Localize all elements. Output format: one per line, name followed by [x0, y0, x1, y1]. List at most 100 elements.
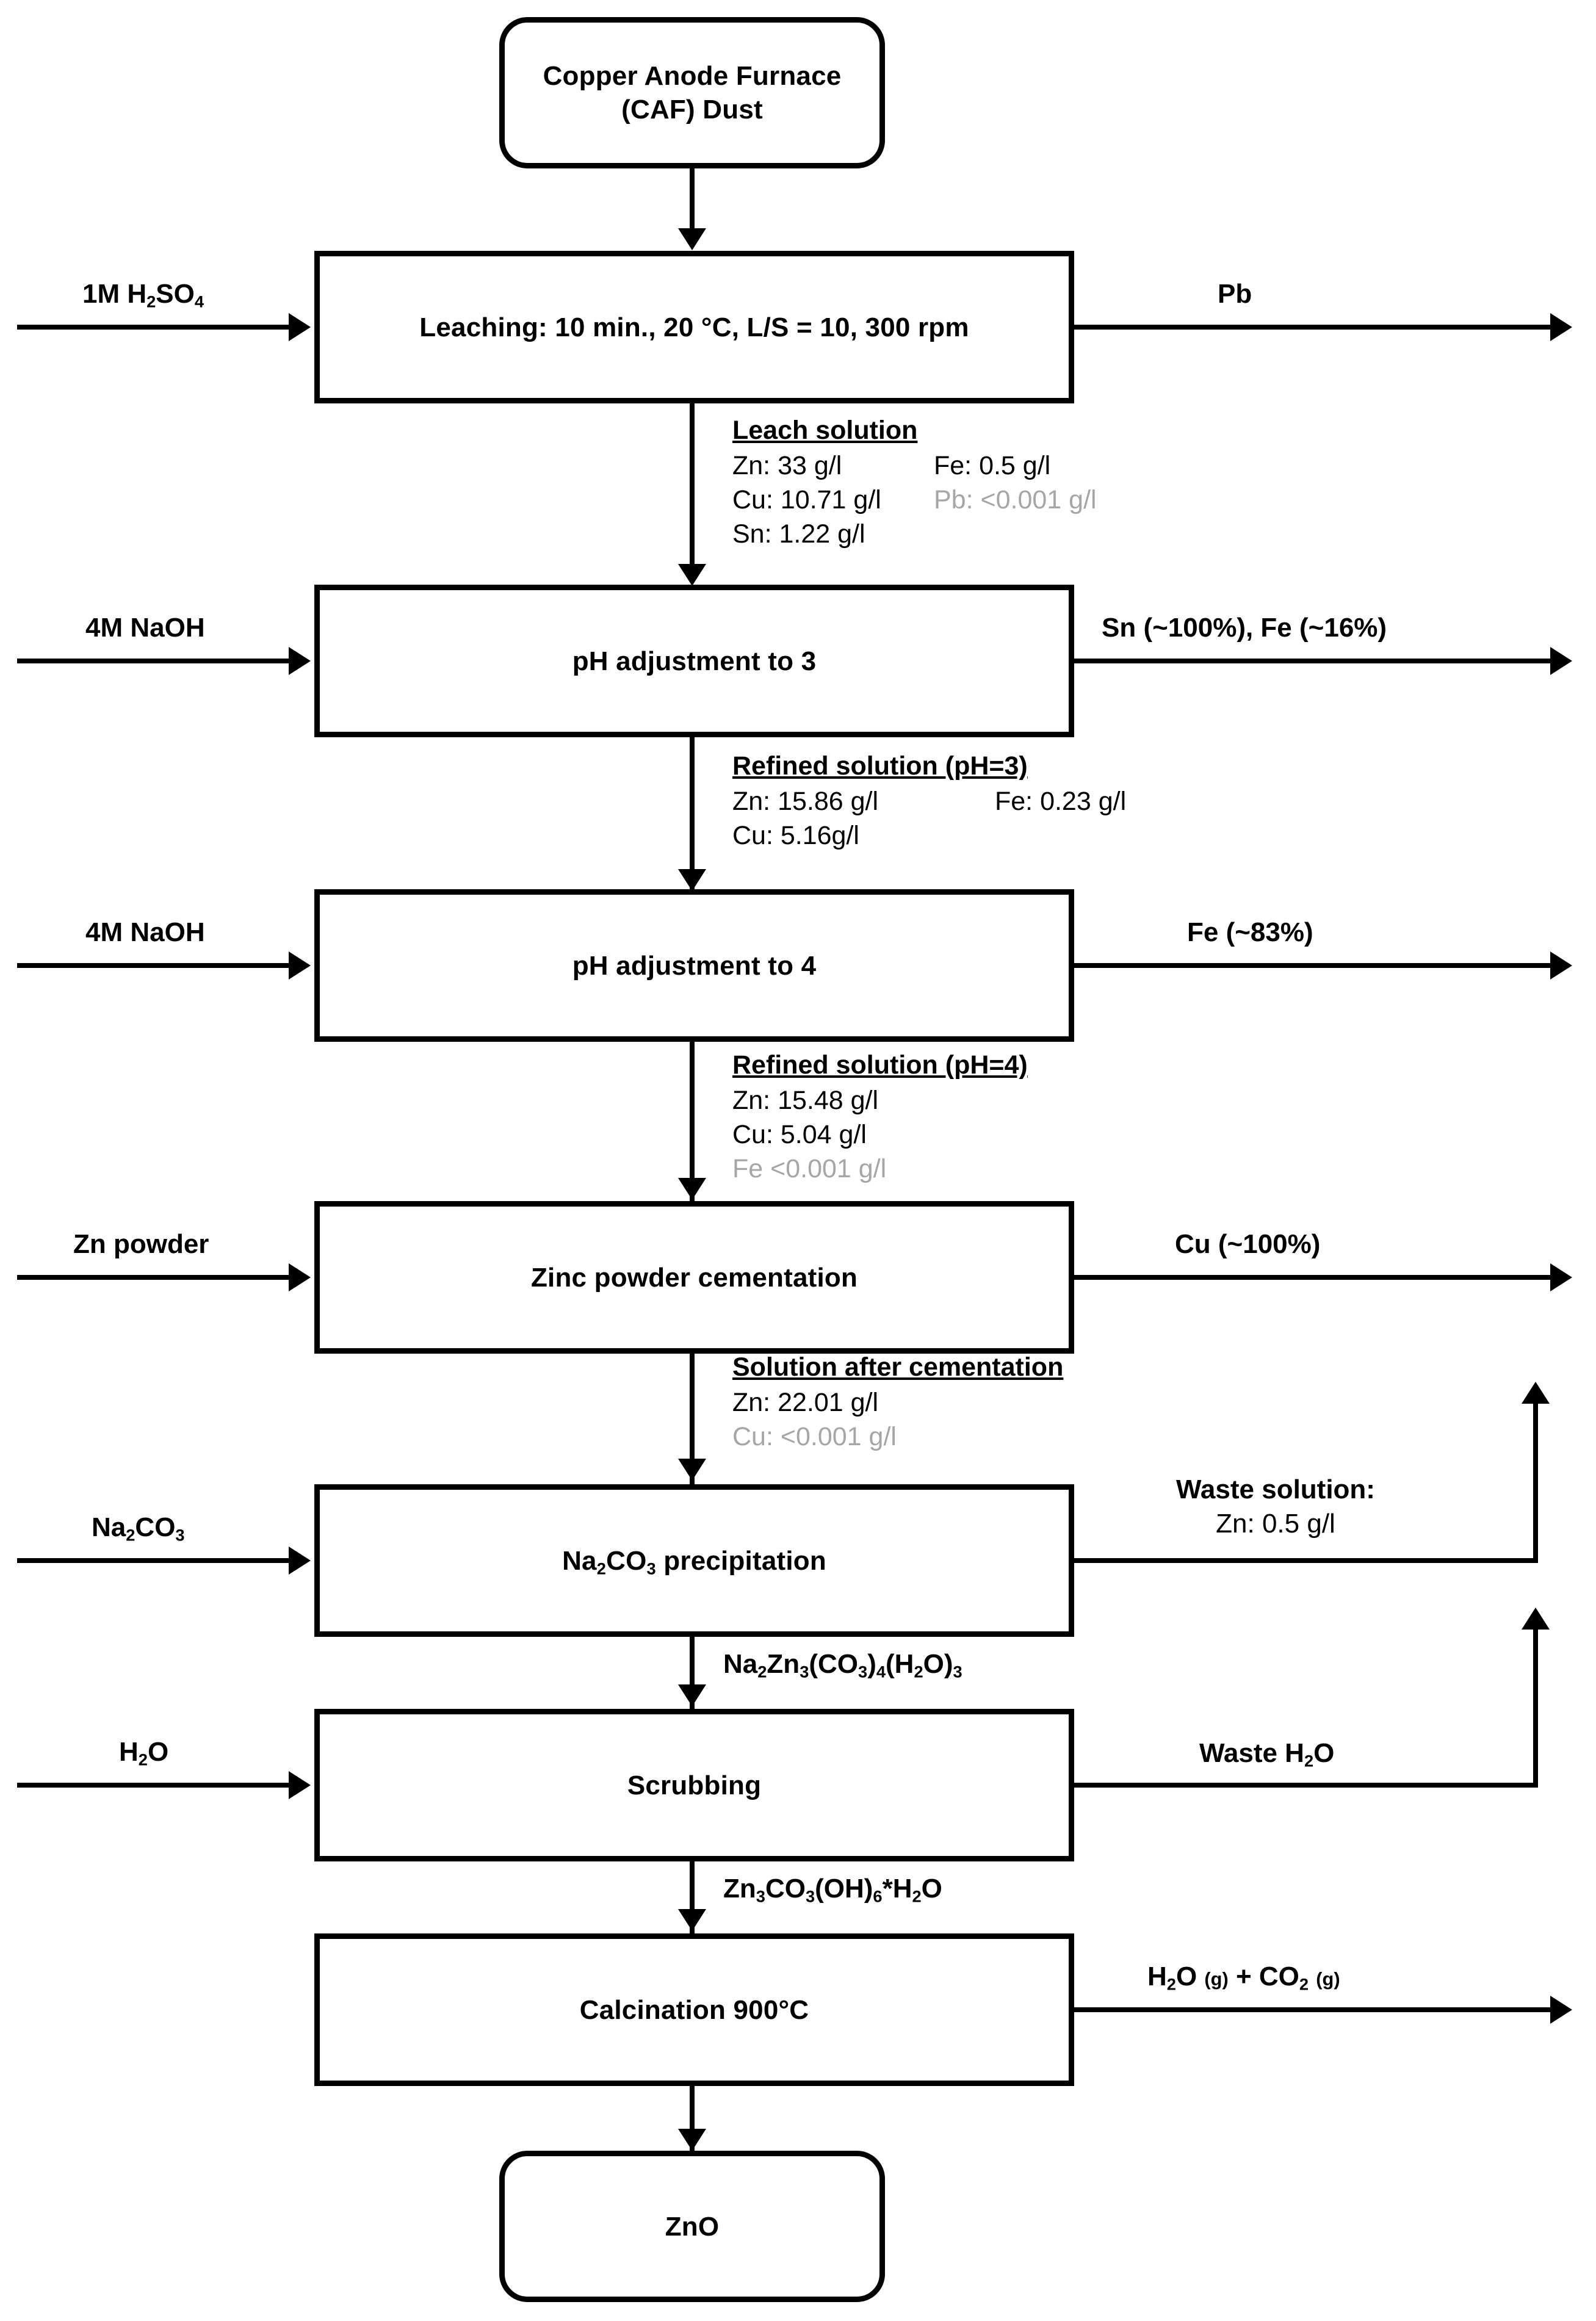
leach-cu: Cu: 10.71 g/l [732, 485, 881, 514]
node-calcination-label: Calcination 900°C [579, 1994, 809, 2025]
arrow-calcination-to-product [678, 2129, 706, 2151]
refined-ph4-row: Zn: 15.48 g/l [732, 1084, 1028, 1118]
leach-solution-row: Cu: 10.71 g/l Pb: <0.001 g/l [732, 483, 1097, 518]
leach-sn: Sn: 1.22 g/l [732, 519, 865, 549]
node-leaching[interactable]: Leaching: 10 min., 20 °C, L/S = 10, 300 … [314, 251, 1074, 403]
connector-ph3-to-ph4 [690, 737, 695, 896]
waste-solution-value: Zn: 0.5 g/l [1216, 1509, 1335, 1539]
arrow-precipitation-to-scrubbing [678, 1684, 706, 1706]
output-label-gases: H2O (g) + CO2 (g) [1147, 1962, 1340, 1994]
input-label-sulfuric-acid: 1M H2SO4 [82, 278, 204, 311]
node-cementation-label: Zinc powder cementation [530, 1262, 858, 1293]
input-label-naoh-ph3: 4M NaOH [85, 613, 205, 643]
stream-refined-ph4: Refined solution (pH=4) Zn: 15.48 g/l Cu… [732, 1049, 1028, 1186]
input-label-zn-powder: Zn powder [73, 1229, 209, 1259]
arrow-waste-water-recycle [1522, 1608, 1550, 1630]
leach-zn: Zn: 33 g/l [732, 450, 842, 480]
output-label-fe: Fe (~83%) [1187, 917, 1313, 947]
node-ph3-label: pH adjustment to 3 [572, 646, 817, 676]
leach-solution-header: Leach solution [732, 416, 918, 445]
connector-sn-fe-outlet [1074, 659, 1556, 663]
arrow-zn-powder-inlet [289, 1263, 311, 1291]
connector-gas-outlet [1074, 2007, 1556, 2012]
refined-ph4-cu: Cu: 5.04 g/l [732, 1119, 867, 1149]
node-zno-label: ZnO [665, 2211, 720, 2242]
connector-ph4-to-cementation [690, 1042, 695, 1210]
after-cementation-header: Solution after cementation [732, 1352, 1064, 1382]
acid-formula: 1M H2SO4 [82, 279, 204, 311]
input-label-water: H2O [119, 1737, 169, 1769]
arrow-cu-outlet [1550, 1263, 1572, 1291]
refined-ph4-zn: Zn: 15.48 g/l [732, 1085, 879, 1115]
connector-naoh-ph4-inlet [17, 963, 295, 968]
arrow-start-to-leaching [678, 228, 706, 250]
arrow-leaching-to-ph3 [678, 564, 706, 586]
arrow-ph4-to-cementation [678, 1178, 706, 1200]
leach-fe: Fe: 0.5 g/l [934, 450, 1051, 480]
after-cementation-row: Cu: <0.001 g/l [732, 1420, 1063, 1454]
refined-ph4-fe: Fe <0.001 g/l [732, 1153, 887, 1183]
node-ph4-label: pH adjustment to 4 [572, 950, 817, 981]
node-scrubbing-label: Scrubbing [627, 1770, 762, 1800]
connector-precipitation-to-scrubbing [690, 1637, 695, 1713]
connector-soda-inlet [17, 1558, 295, 1563]
connector-waste-solution-riser [1533, 1404, 1538, 1561]
node-ph-adjustment-3[interactable]: pH adjustment to 3 [314, 585, 1074, 737]
connector-waste-water [1074, 1783, 1538, 1788]
refined-ph3-header: Refined solution (pH=3) [732, 751, 1028, 781]
output-label-waste-solution: Waste solution: Zn: 0.5 g/l [1132, 1473, 1419, 1542]
connector-scrubbing-to-calcination [690, 1861, 695, 1938]
leach-pb: Pb: <0.001 g/l [934, 485, 1097, 514]
node-na2co3-precipitation[interactable]: Na2CO3 precipitation [314, 1484, 1074, 1637]
arrow-soda-inlet [289, 1547, 311, 1575]
stream-leach-solution: Leach solution Zn: 33 g/l Fe: 0.5 g/l Cu… [732, 414, 1097, 552]
arrow-naoh-ph4-inlet [289, 951, 311, 980]
connector-naoh-ph3-inlet [17, 659, 295, 663]
after-cementation-row: Zn: 22.01 g/l [732, 1386, 1063, 1420]
node-zno-product[interactable]: ZnO [499, 2151, 885, 2302]
arrow-gas-outlet [1550, 1996, 1572, 2024]
connector-cu-outlet [1074, 1275, 1556, 1280]
after-cementation-cu: Cu: <0.001 g/l [732, 1421, 897, 1451]
leach-solution-row: Sn: 1.22 g/l [732, 518, 1097, 552]
refined-ph4-header: Refined solution (pH=4) [732, 1050, 1028, 1080]
arrow-acid-inlet [289, 313, 311, 341]
node-calcination[interactable]: Calcination 900°C [314, 1933, 1074, 2086]
stream-label-scrubbed: Zn3CO3(OH)6*H2O [723, 1874, 942, 1906]
waste-solution-title: Waste solution: [1176, 1475, 1375, 1504]
stream-label-precipitate: Na2Zn3(CO3)4(H2O)3 [723, 1649, 962, 1681]
leach-solution-row: Zn: 33 g/l Fe: 0.5 g/l [732, 449, 1097, 483]
node-zinc-cementation[interactable]: Zinc powder cementation [314, 1201, 1074, 1354]
refined-ph3-zn: Zn: 15.86 g/l [732, 786, 879, 816]
node-scrubbing[interactable]: Scrubbing [314, 1709, 1074, 1861]
connector-waste-water-riser [1533, 1630, 1538, 1785]
connector-pb-outlet [1074, 325, 1556, 330]
after-cementation-zn: Zn: 22.01 g/l [732, 1387, 879, 1417]
node-caf-dust[interactable]: Copper Anode Furnace (CAF) Dust [499, 17, 885, 168]
arrow-fe-outlet [1550, 951, 1572, 980]
connector-calcination-to-product [690, 2086, 695, 2159]
stream-refined-ph3: Refined solution (pH=3) Zn: 15.86 g/l Fe… [732, 749, 1126, 853]
refined-ph3-fe: Fe: 0.23 g/l [995, 786, 1127, 816]
arrow-water-inlet [289, 1771, 311, 1799]
arrow-waste-solution-recycle [1522, 1382, 1550, 1404]
arrow-scrubbing-to-calcination [678, 1909, 706, 1931]
refined-ph4-row: Fe <0.001 g/l [732, 1152, 1028, 1186]
arrow-pb-outlet [1550, 313, 1572, 341]
output-label-sn-fe: Sn (~100%), Fe (~16%) [1102, 613, 1387, 643]
connector-fe-outlet [1074, 963, 1556, 968]
node-caf-dust-label: Copper Anode Furnace (CAF) Dust [532, 59, 853, 126]
input-label-na2co3: Na2CO3 [92, 1512, 185, 1545]
arrow-cementation-to-precipitation [678, 1459, 706, 1481]
connector-waste-solution [1074, 1558, 1538, 1563]
node-ph-adjustment-4[interactable]: pH adjustment to 4 [314, 889, 1074, 1042]
arrow-naoh-ph3-inlet [289, 647, 311, 675]
input-label-naoh-ph4: 4M NaOH [85, 917, 205, 947]
connector-zn-powder-inlet [17, 1275, 295, 1280]
connector-leaching-to-ph3 [690, 403, 695, 571]
connector-start-to-leaching [690, 168, 695, 236]
output-label-cu: Cu (~100%) [1175, 1229, 1321, 1259]
refined-ph3-row: Cu: 5.16g/l [732, 819, 1126, 853]
connector-water-inlet [17, 1783, 295, 1788]
